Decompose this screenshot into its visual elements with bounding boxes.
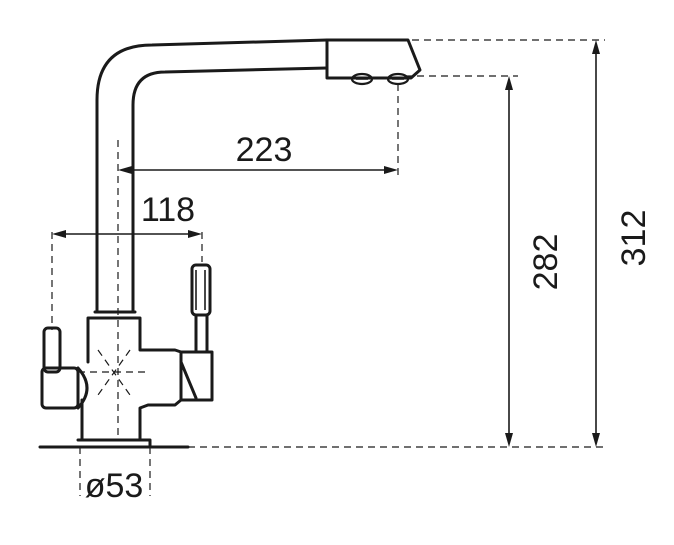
left-handle [40,326,89,410]
dimension-total-height: 312 [592,40,653,447]
faucet-outline [38,38,422,449]
spout-head [325,38,422,80]
dimension-label-diameter-53: ø53 [85,467,144,505]
right-handle [179,263,214,402]
body-hidden-cross [78,349,150,396]
dimension-spout-reach: 223 [118,131,398,174]
dimension-label-282: 282 [527,234,565,291]
mixer-body [80,316,183,442]
dimension-base-diameter: ø53 [85,467,144,505]
dimension-handle-span: 118 [52,191,202,238]
dimension-label-118: 118 [141,191,195,229]
faucet-base [76,438,152,449]
spout-tube [95,38,329,314]
dimension-label-223: 223 [236,131,293,169]
dimension-outlet-height: 282 [505,76,565,447]
dimension-label-312: 312 [615,210,653,267]
extension-lines [51,39,605,496]
